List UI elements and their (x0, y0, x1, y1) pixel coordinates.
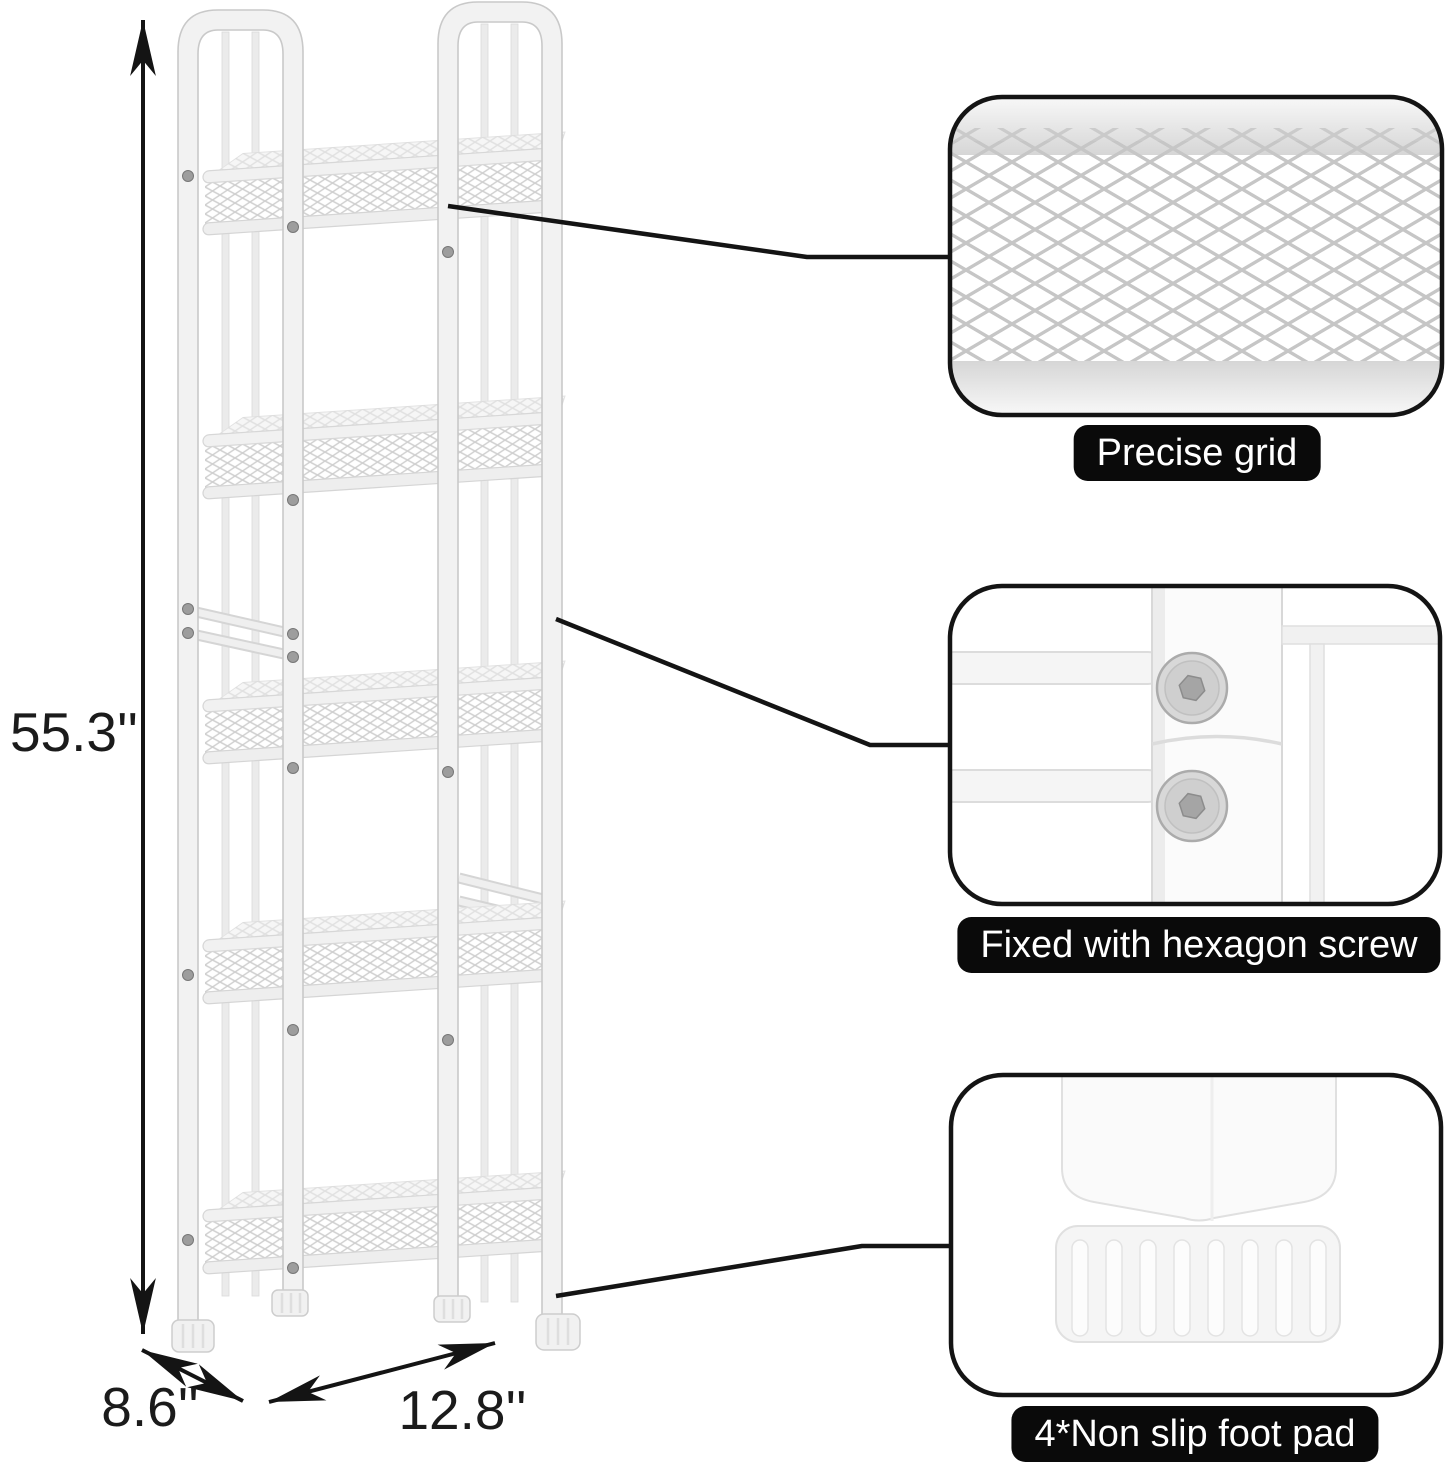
hexagon-screw-icon (1155, 769, 1229, 843)
depth-dimension-label: 8.6'' (101, 1376, 199, 1438)
width-dimension-arrow (268, 1341, 496, 1404)
mesh-detail-view (947, 94, 1445, 418)
frame-rivets (182, 170, 454, 1274)
side-frame-rods (221, 23, 519, 1303)
callout-label-hexagon-screw: Fixed with hexagon screw (957, 917, 1441, 973)
callout-label-precise-grid: Precise grid (1073, 425, 1321, 481)
hexagon-screw-icon (1155, 651, 1229, 725)
callout-label-foot-pad: 4*Non slip foot pad (1011, 1406, 1379, 1462)
hexagon-screw-detail-view (947, 583, 1443, 907)
leader-line-hexagon-screw (555, 616, 952, 748)
width-dimension-label: 12.8'' (398, 1379, 527, 1441)
side-frame-rungs (181, 603, 549, 928)
depth-dimension-arrow (141, 1348, 244, 1403)
leader-line-precise-grid (447, 203, 952, 260)
rack-feet (171, 1289, 581, 1353)
foot-pad-detail-view (948, 1072, 1444, 1398)
dimension-annotations (130, 20, 496, 1404)
callout-leader-lines (447, 203, 953, 1299)
height-dimension-label: 55.3'' (9, 701, 138, 763)
leader-line-foot-pad (555, 1243, 953, 1299)
